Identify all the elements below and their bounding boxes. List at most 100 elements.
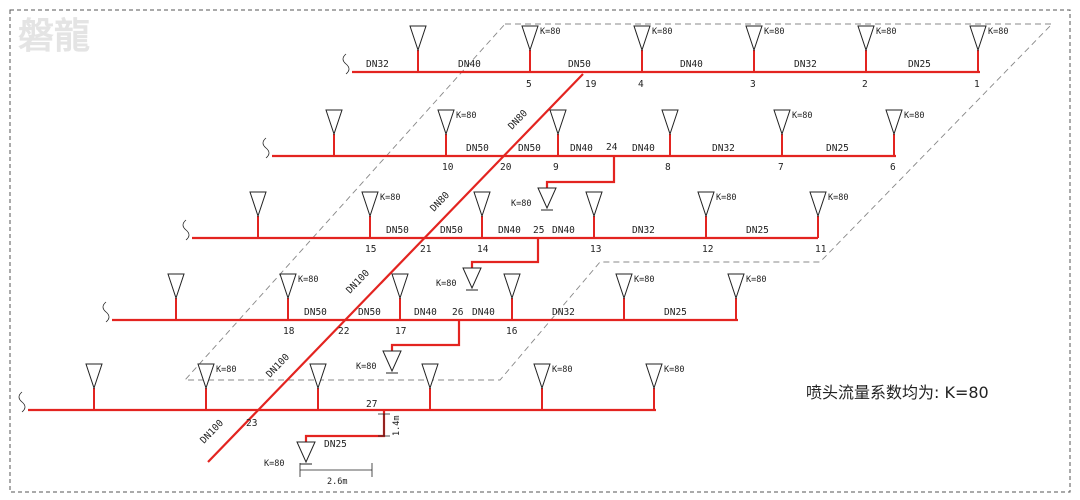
sprinkler-l5-2-sprinkler-icon	[197, 363, 215, 390]
sprinkler-l4-2-sprinkler-icon	[279, 273, 297, 300]
sprinkler-l5-5	[533, 363, 551, 410]
sprinkler-l4-2	[279, 273, 297, 320]
segment-label-l5-1: DN25	[324, 439, 347, 450]
sprinkler-l1-3	[633, 25, 651, 72]
segment-label-l3-3: DN40	[498, 225, 521, 236]
sprinkler-l5-1	[85, 363, 103, 410]
sprinkler-l2-6-sprinkler-icon	[885, 109, 903, 136]
sprinkler-l4-4	[503, 273, 521, 320]
branch-length-label: 2.6m	[327, 477, 347, 487]
node-label-l2-3: 9	[553, 162, 559, 173]
drop-pipe-l4	[390, 320, 461, 351]
sprinkler-l3-5-sprinkler-icon	[697, 191, 715, 218]
sprinkler-l2-4-sprinkler-icon	[661, 109, 679, 136]
symbols-layer	[85, 25, 987, 465]
k-label-l1-5: K=80	[876, 27, 896, 37]
sprinkler-l5-3-sprinkler-icon	[309, 363, 327, 390]
sprinkler-l1-6-sprinkler-icon	[969, 25, 987, 52]
node-label-l3-5: 13	[590, 244, 601, 255]
pendant-sprinkler-l4-pendant-icon	[382, 350, 402, 373]
sprinkler-l4-6	[727, 273, 745, 320]
sprinkler-l4-5-sprinkler-icon	[615, 273, 633, 300]
sprinkler-l1-6	[969, 25, 987, 72]
sprinkler-l3-4	[585, 191, 603, 238]
sprinkler-l2-4	[661, 109, 679, 156]
k-label-l2-2: K=80	[456, 111, 476, 121]
sprinkler-l4-3-sprinkler-icon	[391, 273, 409, 300]
sprinkler-l3-2	[361, 191, 379, 238]
segment-label-l1-4: DN40	[680, 59, 703, 70]
sprinkler-l2-2	[437, 109, 455, 156]
logo: 磐龍	[18, 15, 90, 57]
segment-label-l1-3: DN50	[568, 59, 591, 70]
node-label-l2-7: 6	[890, 162, 896, 173]
k-label-l1-6: K=80	[988, 27, 1008, 37]
sprinkler-l5-4	[421, 363, 439, 410]
pendant-sprinkler-l3-pendant-icon	[462, 267, 482, 290]
main-pipe-label-4: DN100	[264, 352, 292, 380]
k-label-l4-5: K=80	[634, 275, 654, 285]
segment-label-l4-5: DN32	[552, 307, 575, 318]
node-label-l4-3: 17	[395, 326, 406, 337]
sprinkler-l2-2-sprinkler-icon	[437, 109, 455, 136]
segment-label-l2-4: DN40	[632, 143, 655, 154]
sprinkler-l3-1	[249, 191, 267, 238]
segment-label-l3-5: DN32	[632, 225, 655, 236]
sprinkler-l1-1	[409, 25, 427, 72]
break-mark-level-3	[182, 219, 190, 241]
node-label-l2-2: 20	[500, 162, 512, 173]
sprinkler-l1-3-sprinkler-icon	[633, 25, 651, 52]
main-pipe-label-5: DN100	[198, 418, 226, 446]
sprinkler-l2-1	[325, 109, 343, 156]
sprinkler-l5-1-sprinkler-icon	[85, 363, 103, 390]
node-label-l3-2: 21	[420, 244, 432, 255]
break-mark-level-4	[102, 301, 110, 323]
node-label-l3-3: 14	[477, 244, 489, 255]
sprinkler-l5-6	[645, 363, 663, 410]
drop-pipe-l5	[304, 410, 386, 442]
segment-label-l2-5: DN32	[712, 143, 735, 154]
segment-label-l1-2: DN40	[458, 59, 481, 70]
k-label-l2-5: K=80	[792, 111, 812, 121]
sprinkler-l4-4-sprinkler-icon	[503, 273, 521, 300]
node-label-l1-2: 19	[585, 79, 597, 90]
sprinkler-l2-5-sprinkler-icon	[773, 109, 791, 136]
break-mark-level-5	[18, 391, 26, 413]
k-label-l1-2: K=80	[540, 27, 560, 37]
sprinkler-l1-5	[857, 25, 875, 72]
node-label-l1-6: 1	[974, 79, 980, 90]
node-label-l1-4: 3	[750, 79, 756, 90]
segment-label-l4-3: DN40	[414, 307, 437, 318]
node-label-l2-6: 7	[778, 162, 784, 173]
segment-label-l1-5: DN32	[794, 59, 817, 70]
node-label-l2-5: 8	[665, 162, 671, 173]
node-label-l2-1: 10	[442, 162, 454, 173]
sprinkler-l4-5	[615, 273, 633, 320]
sprinkler-l1-4	[745, 25, 763, 72]
k-label-l3-2: K=80	[380, 193, 400, 203]
sprinkler-l4-6-sprinkler-icon	[727, 273, 745, 300]
sprinkler-l3-1-sprinkler-icon	[249, 191, 267, 218]
sprinkler-l5-3	[309, 363, 327, 410]
k-label-l4-2: K=80	[298, 275, 318, 285]
segment-label-l3-2: DN50	[440, 225, 463, 236]
drop-pipe-l2	[545, 156, 616, 188]
sprinkler-l1-1-sprinkler-icon	[409, 25, 427, 52]
segment-label-l3-6: DN25	[746, 225, 769, 236]
main-pipe-label-2: DN80	[428, 190, 452, 214]
pendant-sprinkler-l5-pendant-icon	[296, 441, 316, 464]
k-label-l3-5: K=80	[716, 193, 736, 203]
pendant-sprinkler-l2	[537, 187, 557, 211]
sprinkler-l3-2-sprinkler-icon	[361, 191, 379, 218]
sprinkler-l5-5-sprinkler-icon	[533, 363, 551, 390]
segment-label-l2-6: DN25	[826, 143, 849, 154]
pendant-sprinkler-l2-pendant-icon	[537, 187, 557, 210]
drawing-frame	[9, 9, 1071, 493]
node-label-l4-5: 16	[506, 326, 518, 337]
node-label-l4-1: 18	[283, 326, 295, 337]
sprinkler-l1-2-sprinkler-icon	[521, 25, 539, 52]
k-label-l5-5: K=80	[552, 365, 572, 375]
sprinkler-l3-6	[809, 191, 827, 238]
pendant-k-label-l5: K=80	[264, 459, 284, 469]
